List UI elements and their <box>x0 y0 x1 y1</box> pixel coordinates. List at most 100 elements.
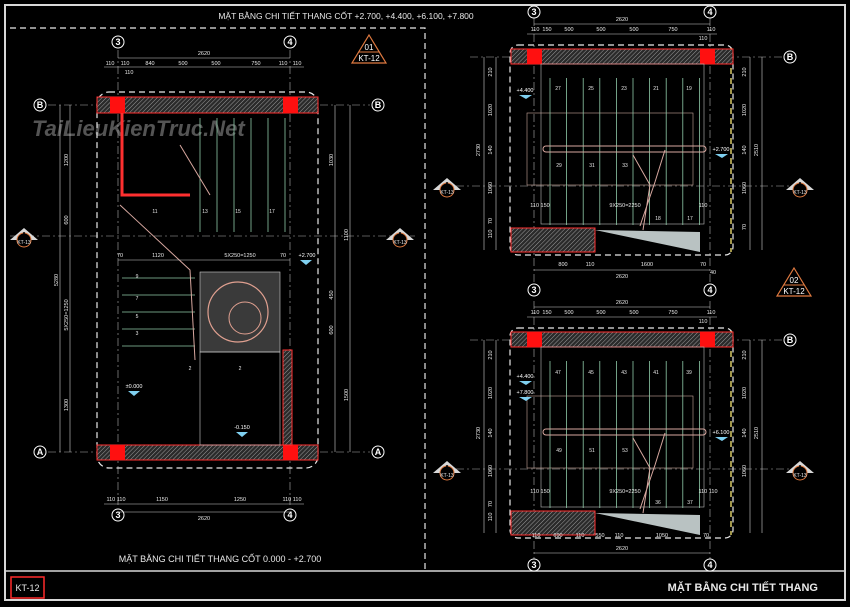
section-marker: AKT-13 <box>785 177 815 198</box>
axis-bubble-b: B <box>783 333 797 347</box>
handrail-landing <box>542 428 707 436</box>
dim: 1020 <box>488 104 494 116</box>
axis-circle <box>527 283 541 297</box>
left-stair-plan: 3 4 3 4 B B A A AKT-13 AKT-13 01 KT-12 2… <box>9 33 415 564</box>
dim: 1020 <box>742 104 748 116</box>
step-number: 17 <box>687 216 693 222</box>
svg-text:KT-13: KT-13 <box>393 240 407 246</box>
dim: 1060 <box>488 182 494 194</box>
elevation-mark: +2.700 <box>713 147 730 153</box>
dim: 210 <box>742 350 748 359</box>
dim: 1050 <box>656 533 668 539</box>
wall-axis-a <box>510 227 596 253</box>
column <box>110 97 125 113</box>
dim: 1200 <box>64 154 70 166</box>
axis-label: 3 <box>531 285 536 295</box>
stair-enclosure <box>509 327 734 539</box>
axis-bubble-4-top: 4 <box>283 35 297 49</box>
step-number: 53 <box>622 448 628 454</box>
section-letter: A <box>444 465 449 472</box>
watermark: TaiLieuKienTruc.Net <box>32 116 246 141</box>
dim: 70 <box>280 253 286 259</box>
step-number: 39 <box>686 370 692 376</box>
dim: 110 <box>531 27 540 33</box>
flight-outline <box>526 112 694 186</box>
dim: 5280 <box>54 274 60 286</box>
dim: 210 <box>742 67 748 76</box>
dim: 2730 <box>476 427 482 439</box>
column <box>700 332 715 347</box>
svg-text:A: A <box>397 232 402 239</box>
dim: 70 <box>700 262 706 268</box>
slab-wedge <box>595 513 700 535</box>
section-marker-left: AKT-13 <box>9 227 39 248</box>
svg-text:4: 4 <box>287 510 292 520</box>
dim: 2620 <box>616 274 628 280</box>
section-marker: AKT-13 <box>432 460 462 481</box>
dim: 110 <box>531 310 540 316</box>
step-number: 13 <box>202 209 208 215</box>
dim: 110 <box>707 27 716 33</box>
dim: 1250 <box>234 497 246 503</box>
axis-bubble-3: 3 <box>527 283 541 297</box>
dim: 70 <box>488 218 494 224</box>
sheet-code-box <box>10 576 45 599</box>
axis-label: 4 <box>707 7 712 17</box>
svg-text:3: 3 <box>115 510 120 520</box>
dim: 1150 <box>156 497 168 503</box>
axis-bubble-a-right: A <box>371 445 385 459</box>
stair-enclosure <box>96 91 319 469</box>
dim-top-total: 2620 <box>198 51 210 57</box>
dim: 500 <box>629 310 638 316</box>
wall-axis-b <box>96 96 319 114</box>
axis-bubble-3-top: 3 <box>111 35 125 49</box>
dim: 1600 <box>641 262 653 268</box>
stair-outline <box>540 63 705 225</box>
left-plan-caption: MẶT BẰNG CHI TIẾT THANG CỐT 0.000 - +2.7… <box>119 553 322 564</box>
dim: 110 150 <box>530 203 549 209</box>
stair-arrow <box>179 144 211 196</box>
column <box>283 97 298 113</box>
section-marker: AKT-13 <box>785 460 815 481</box>
spiral-circle <box>207 281 269 343</box>
dim: 5X250=1250 <box>224 253 255 259</box>
axis-bubble-3-bottom: 3 <box>111 508 125 522</box>
detail-tag-02: 02 KT-12 <box>775 266 813 297</box>
detail-tag-01: 01 KT-12 <box>350 33 388 64</box>
column <box>527 49 542 64</box>
step-number: 21 <box>653 86 659 92</box>
dim: 110 150 <box>530 489 549 495</box>
dim: 110 <box>488 230 494 239</box>
step-number: 3 <box>136 331 139 337</box>
dim: 1500 <box>344 389 350 401</box>
svg-text:4: 4 <box>287 37 292 47</box>
step-number: 2 <box>239 366 242 372</box>
dim: 450 <box>329 290 335 299</box>
elevation-mark: +4.400 <box>517 88 534 94</box>
elevation-mark: +2.700 <box>299 253 316 259</box>
axis-circle <box>703 283 717 297</box>
axis-label: 4 <box>707 285 712 295</box>
svg-text:3: 3 <box>115 37 120 47</box>
dim: 750 <box>251 61 260 67</box>
wall-axis-b <box>510 48 734 65</box>
step-number: 31 <box>589 163 595 169</box>
dim: 2510 <box>754 427 760 439</box>
dim: 2730 <box>476 144 482 156</box>
dim: 110 <box>532 533 541 539</box>
dim: 1060 <box>742 465 748 477</box>
section-ref: KT-13 <box>793 190 807 196</box>
dim: 140 <box>742 145 748 154</box>
step-number: 47 <box>555 370 561 376</box>
dim: 2620 <box>616 300 628 306</box>
stair-enclosure <box>509 44 734 256</box>
dim: 210 <box>488 350 494 359</box>
axis-label: 3 <box>531 7 536 17</box>
dim: 800 <box>558 262 567 268</box>
dim: 110 <box>586 262 595 268</box>
step-number: 7 <box>136 296 139 302</box>
dim: 140 <box>742 428 748 437</box>
svg-text:A: A <box>375 447 382 457</box>
elevation-mark: -0.150 <box>234 425 250 431</box>
